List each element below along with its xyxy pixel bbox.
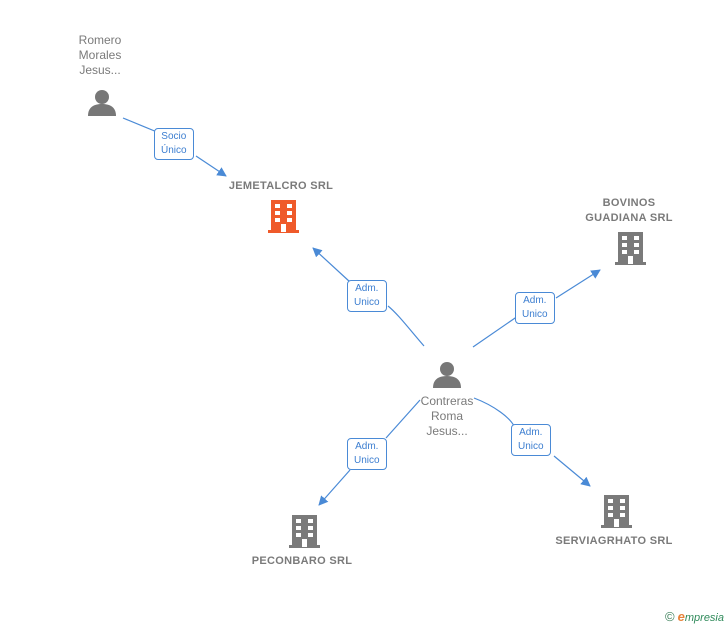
building-icon[interactable] <box>601 495 632 528</box>
building-icon[interactable] <box>268 200 299 233</box>
edge-label-adm-unico: Adm. Unico <box>515 292 555 324</box>
edge-contreras-peconbaro <box>319 399 421 505</box>
person-icon[interactable] <box>88 90 116 116</box>
brand-name: mpresia <box>684 612 724 624</box>
node-label-serviagrhato[interactable]: SERVIAGRHATO SRL <box>555 535 673 547</box>
edge-contreras-jemetalcro <box>313 248 425 347</box>
brand-initial: e <box>677 609 685 624</box>
person-icon[interactable] <box>433 362 461 388</box>
edge-romero-jemetalcro <box>122 117 226 176</box>
edge-label-adm-unico: Adm. Unico <box>347 438 387 470</box>
edge-contreras-serviagrhato <box>473 397 590 486</box>
node-label-romero[interactable]: Romero Morales Jesus... <box>78 33 122 77</box>
building-icon[interactable] <box>289 515 320 548</box>
edge-contreras-bovinos <box>472 270 600 348</box>
node-label-peconbaro[interactable]: PECONBARO SRL <box>251 555 353 567</box>
node-label-bovinos[interactable]: BOVINOS GUADIANA SRL <box>585 197 673 224</box>
edge-label-socio-unico: Socio Único <box>154 128 194 160</box>
edge-label-adm-unico: Adm. Unico <box>511 424 551 456</box>
edge-label-adm-unico: Adm. Unico <box>347 280 387 312</box>
copyright-icon: © <box>665 609 675 624</box>
node-label-jemetalcro[interactable]: JEMETALCRO SRL <box>228 180 334 192</box>
building-icon[interactable] <box>615 232 646 265</box>
node-label-contreras[interactable]: Contreras Roma Jesus... <box>420 394 474 438</box>
empresia-logo[interactable]: ©empresia <box>665 609 724 624</box>
